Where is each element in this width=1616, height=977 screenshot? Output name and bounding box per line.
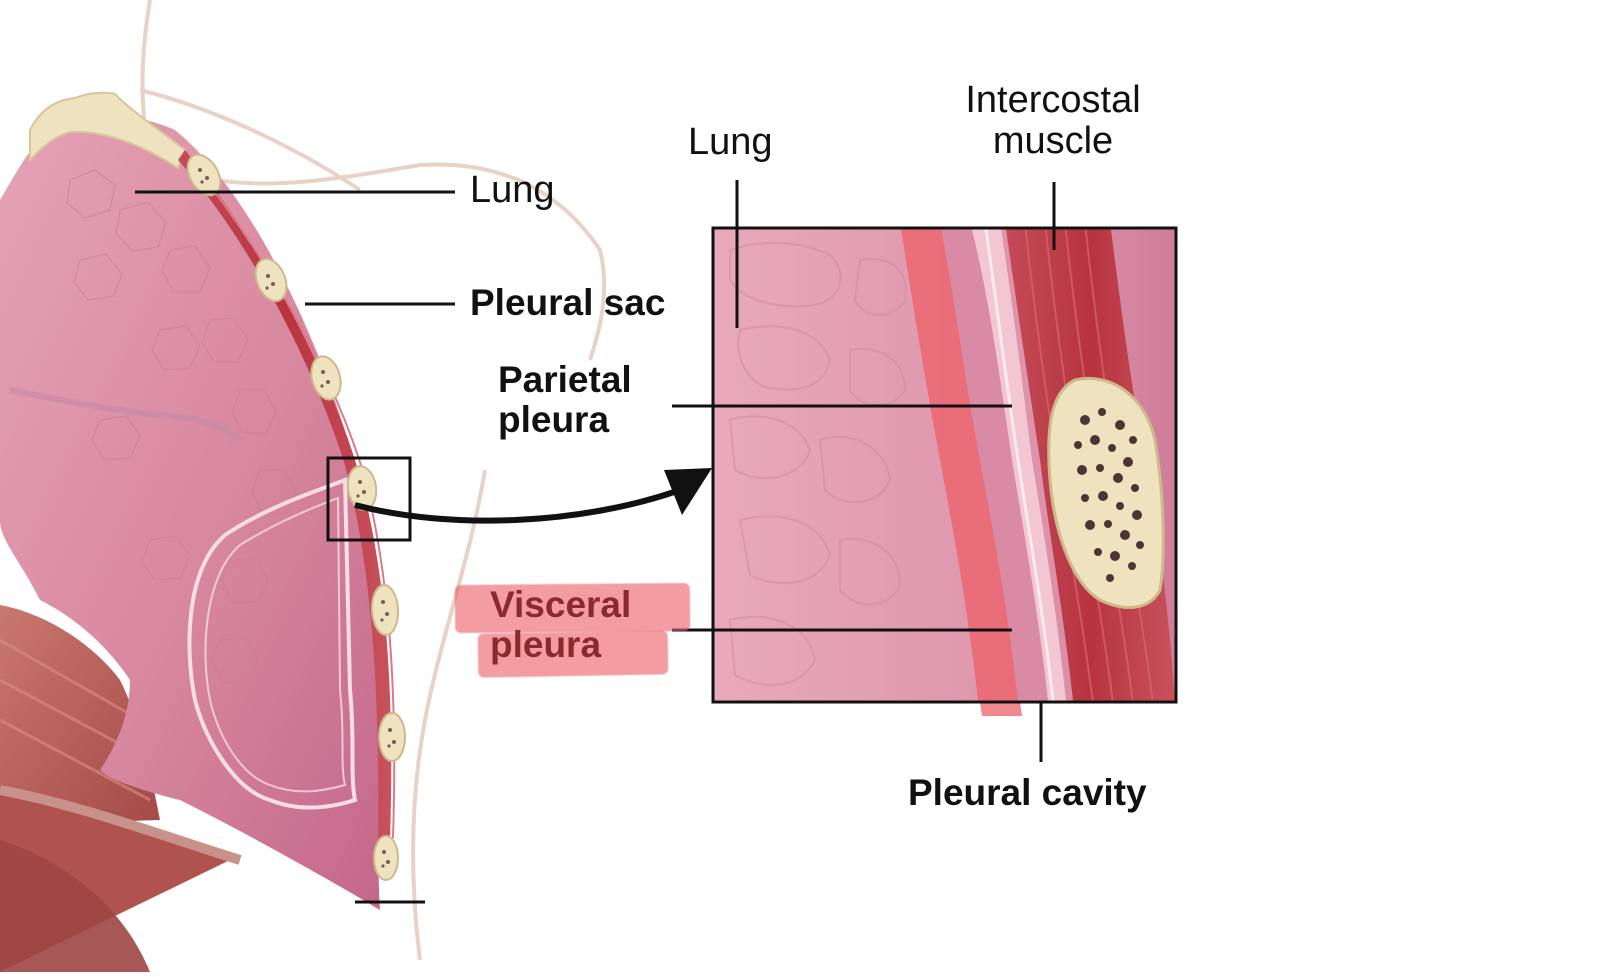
label-pleural-cavity: Pleural cavity bbox=[908, 772, 1147, 813]
label-visceral-line2: pleura bbox=[490, 623, 602, 665]
visceral-highlight-extension bbox=[980, 702, 1022, 716]
rib-cross-sections bbox=[186, 153, 406, 881]
label-pleural-sac: Pleural sac bbox=[470, 282, 666, 323]
zoom-region-box bbox=[326, 456, 412, 542]
label-intercostal-line1: Intercostal bbox=[965, 79, 1141, 121]
label-intercostal-line2: muscle bbox=[992, 120, 1114, 163]
leader-lines bbox=[135, 180, 1056, 904]
inset-frame bbox=[711, 226, 1178, 704]
zoom-arrow bbox=[354, 468, 712, 524]
label-lung: Lung bbox=[470, 169, 555, 211]
label-parietal-pleura: Parietal pleura bbox=[498, 360, 632, 440]
label-visceral-line1: Visceral bbox=[490, 584, 632, 625]
inset-magnified-view bbox=[713, 228, 1176, 702]
label-inset-lung: Lung bbox=[688, 121, 773, 163]
label-visceral-pleura: Visceral pleura bbox=[490, 585, 631, 665]
label-intercostal-muscle: Intercostal muscle bbox=[948, 79, 1158, 163]
chest-wall bbox=[178, 150, 406, 881]
label-parietal-line2: pleura bbox=[498, 398, 610, 440]
label-parietal-line1: Parietal bbox=[498, 359, 632, 400]
